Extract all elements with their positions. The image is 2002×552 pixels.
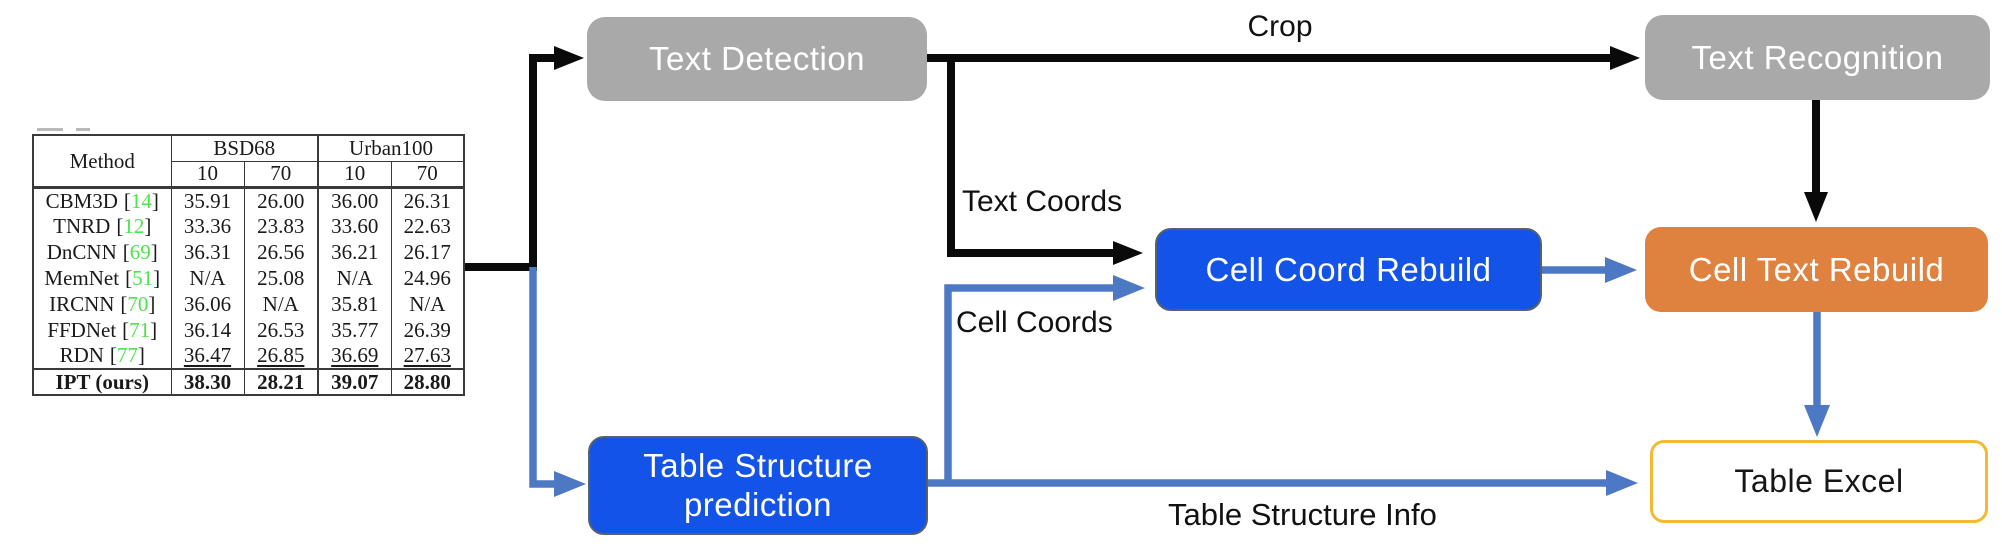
table-structure-prediction-label: Table Structure prediction [643,447,872,525]
table-cell: 36.31 [183,239,232,264]
table-cell: 38.30 [171,368,244,395]
table-cell: 33.60 [317,213,392,239]
table-cell: 36.47 [183,343,232,368]
table-cell: 26.31 [390,187,465,213]
cell-text-rebuild-box: Cell Text Rebuild [1645,227,1988,312]
citation: 70 [120,292,155,316]
table-cell: 33.36 [183,213,232,238]
results-table: Method BSD68 Urban100 10 70 10 70 CBM3D1… [32,134,466,396]
method-name: IRCNN [49,291,115,316]
text-coords-connector [947,58,1143,265]
text-detection-box: Text Detection [587,17,927,101]
citation: 71 [122,318,157,342]
table-cell: 28.80 [390,368,465,395]
input-table-image: Method BSD68 Urban100 10 70 10 70 CBM3D1… [32,134,466,396]
input-to-structure-connector [529,267,586,497]
col-header-method: Method [33,135,172,189]
table-cell: N/A [317,265,392,291]
table-structure-info-label: Table Structure Info [1168,497,1437,532]
cell-coord-rebuild-label: Cell Coord Rebuild [1205,250,1492,288]
text-detection-label: Text Detection [648,40,866,77]
crop-label: Crop [1247,10,1313,43]
table-structure-line2: prediction [683,485,833,523]
table-cell: 23.83 [243,213,319,239]
table-row: DnCNN69 36.31 26.56 36.21 26.17 [33,239,465,265]
table-cell: 28.21 [243,368,319,395]
table-cell: 36.06 [183,291,232,316]
table-cell: 27.63 [390,343,465,369]
col-group-bsd68: BSD68 [171,135,319,162]
citation: 14 [124,189,159,213]
table-cell: 22.63 [390,213,465,239]
text-recognition-label: Text Recognition [1691,38,1944,76]
method-name: MemNet [44,265,120,290]
input-to-detection-connector [463,46,584,271]
table-cell: 35.91 [183,188,232,213]
table-cell: 26.53 [243,317,319,343]
table-row: MemNet51 N/A 25.08 N/A 24.96 [33,265,465,291]
text-recognition-box: Text Recognition [1645,15,1990,100]
method-name: TNRD [53,213,111,238]
method-name: RDN [59,343,104,368]
citation: 12 [116,214,151,238]
table-cell: 26.17 [390,239,465,265]
citation: 69 [123,240,158,264]
text-coords-label: Text Coords [962,185,1123,218]
citation: 51 [125,266,160,290]
table-cell: 25.08 [243,265,319,291]
table-row: IRCNN70 36.06 N/A 35.81 N/A [33,291,465,317]
table-row: RDN77 36.47 26.85 36.69 27.63 [33,343,465,369]
table-cell: 35.77 [317,317,392,343]
table-cell: 26.56 [243,239,319,265]
table-cell: N/A [390,291,465,317]
table-cell: 36.21 [317,239,392,265]
table-cell: 26.85 [243,343,319,369]
table-excel-box: Table Excel [1650,440,1988,523]
cell-text-rebuild-label: Cell Text Rebuild [1688,250,1945,288]
table-row: CBM3D14 35.91 26.00 36.00 26.31 [33,187,465,213]
table-structure-prediction-box: Table Structure prediction [588,436,928,535]
table-cell: N/A [243,291,319,317]
table-structure-line1: Table Structure [643,446,873,484]
col-group-urban100: Urban100 [317,135,465,162]
table-row: IPT (ours) 38.30 28.21 39.07 28.80 [33,368,465,395]
sub-header: 10 [171,161,244,189]
table-cell: 36.14 [183,317,232,342]
method-name: CBM3D [45,188,118,213]
sub-header: 70 [243,161,319,189]
method-name: IPT (ours) [55,369,150,394]
table-cell: N/A [189,265,226,290]
table-cell: 24.96 [390,265,465,291]
citation: 77 [110,343,145,367]
table-cell: 39.07 [317,368,392,395]
table-excel-label: Table Excel [1734,463,1904,499]
table-cell: 26.39 [390,317,465,343]
sub-header: 10 [317,161,392,189]
table-cell: 35.81 [317,291,392,317]
method-name: DnCNN [46,239,117,264]
cell-coord-rebuild-box: Cell Coord Rebuild [1155,228,1542,311]
table-row: FFDNet71 36.14 26.53 35.77 26.39 [33,317,465,343]
table-cell: 36.69 [317,343,392,369]
sub-header: 70 [390,161,465,189]
paper-crop-artifact [76,128,90,131]
table-cell: 36.00 [317,187,392,213]
cell-coords-label: Cell Coords [956,306,1113,339]
table-row: TNRD12 33.36 23.83 33.60 22.63 [33,213,465,239]
paper-crop-artifact [37,128,63,131]
table-cell: 26.00 [243,187,319,213]
method-name: FFDNet [47,317,117,342]
